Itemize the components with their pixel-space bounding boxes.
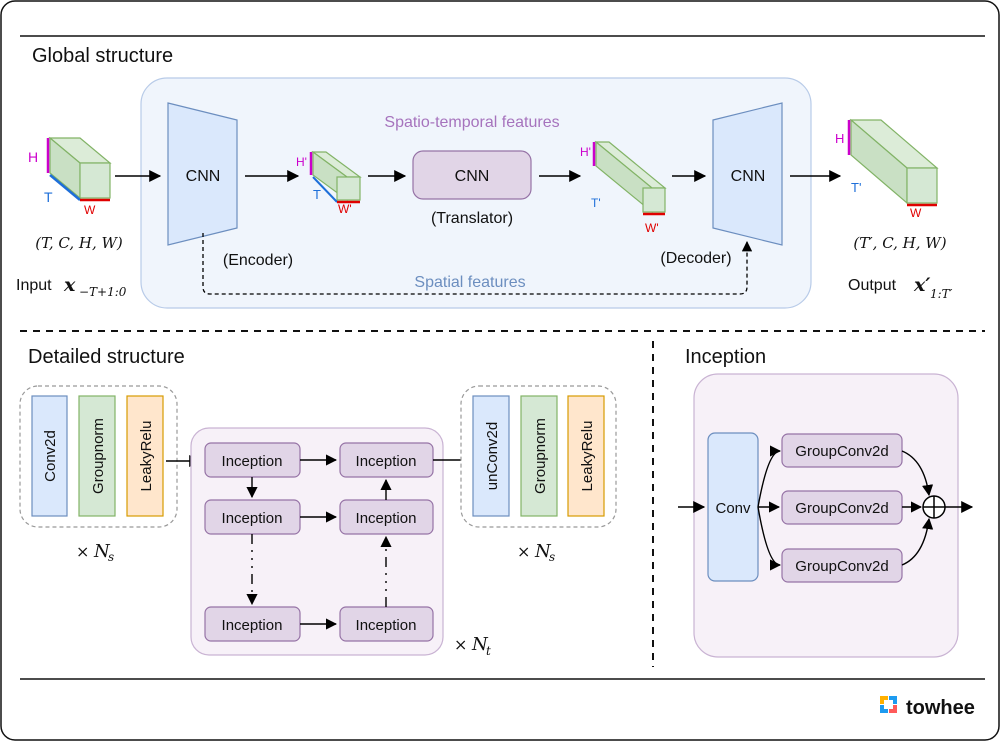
input-var: x — [63, 274, 76, 296]
times-nt-x: × — [454, 635, 467, 654]
section-title-global: Global structure — [32, 45, 173, 67]
dim-tp-output: T' — [851, 180, 861, 195]
translator-cnn — [412, 150, 532, 200]
sum-icon — [922, 495, 946, 519]
inception-label-l3: Inception — [222, 617, 283, 634]
output-shape: (T′, C, H, W) — [853, 234, 946, 252]
times-ns-enc-sub: s — [108, 550, 114, 564]
inception-label-l1: Inception — [222, 453, 283, 470]
input-sub: −T+1:0 — [79, 285, 127, 299]
dim-hp-latent: H' — [296, 155, 307, 169]
groupconv-label-3: GroupConv2d — [795, 558, 888, 575]
times-ns-dec-x: × — [517, 542, 530, 561]
groupconv-label-2: GroupConv2d — [795, 500, 888, 517]
times-ns-enc-x: × — [76, 542, 89, 561]
unconv2d-label: unConv2d — [484, 422, 501, 490]
section-title-detailed: Detailed structure — [28, 346, 185, 368]
decoder-label: (Decoder) — [660, 250, 731, 267]
times-nt-sub: t — [486, 644, 491, 658]
groupconv-block-3 — [781, 548, 903, 583]
input-tensor — [46, 136, 112, 202]
brand-name: towhee — [906, 697, 975, 719]
groupnorm-block-enc — [78, 395, 116, 517]
conv2d-label: Conv2d — [42, 430, 59, 482]
dim-w-input: W — [84, 203, 96, 217]
latent-tensor-small — [309, 150, 362, 204]
translator-cnn-label: CNN — [455, 168, 490, 185]
output-label: Output — [848, 277, 897, 294]
encoder-cnn-label: CNN — [186, 168, 221, 185]
inception-label-r3: Inception — [356, 617, 417, 634]
groupconv-block-1 — [781, 433, 903, 468]
conv-label: Conv — [715, 500, 751, 517]
output-var: x′ — [913, 274, 930, 296]
dim-h-input: H — [28, 149, 38, 165]
input-label: Input — [16, 277, 52, 294]
output-sub: 1:T′ — [930, 287, 953, 301]
inception-label-r1: Inception — [356, 453, 417, 470]
arrow-conv-gc1 — [757, 445, 782, 508]
inception-label-r2: Inception — [356, 510, 417, 527]
section-title-inception: Inception — [685, 346, 766, 368]
dim-tp-translated: T' — [591, 196, 601, 210]
arrow-gc1-sum — [901, 450, 934, 497]
inception-label-l2: Inception — [222, 510, 283, 527]
times-ns-dec-n: N — [534, 541, 552, 562]
conv2d-block — [31, 395, 68, 517]
spatial-features-label: Spatial features — [414, 274, 525, 291]
arrow-conv-gc3 — [757, 506, 782, 571]
dim-hp-translated: H' — [580, 145, 591, 159]
spatio-temporal-label: Spatio-temporal features — [384, 114, 559, 131]
encoder-label: (Encoder) — [223, 252, 293, 269]
unconv2d-block — [472, 395, 510, 517]
decoder-cnn — [712, 102, 783, 246]
dim-h-output: H — [835, 131, 844, 146]
dim-w-output: W — [910, 206, 922, 220]
dim-t-input: T — [44, 189, 53, 205]
leakyrelu-label-dec: LeakyRelu — [579, 421, 596, 492]
input-shape: (T, C, H, W) — [35, 234, 123, 252]
output-tensor — [847, 118, 939, 207]
leakyrelu-label-enc: LeakyRelu — [138, 421, 155, 492]
encoder-cnn — [167, 102, 238, 246]
times-nt-n: N — [471, 634, 489, 655]
dim-t-latent: T — [313, 187, 321, 202]
latent-tensor-long — [592, 140, 667, 216]
groupnorm-block-dec — [520, 395, 558, 517]
leakyrelu-block-enc — [126, 395, 164, 517]
decoder-cnn-label: CNN — [731, 168, 766, 185]
groupnorm-label-enc: Groupnorm — [90, 418, 107, 494]
groupconv-label-1: GroupConv2d — [795, 443, 888, 460]
dim-wp-translated: W' — [645, 221, 659, 235]
arrow-gc3-sum — [901, 517, 934, 566]
groupnorm-label-dec: Groupnorm — [532, 418, 549, 494]
times-ns-dec-sub: s — [549, 550, 555, 564]
leakyrelu-block-dec — [567, 395, 605, 517]
towhee-logo-icon — [880, 696, 897, 713]
translator-label: (Translator) — [431, 210, 513, 227]
dim-wp-latent: W' — [338, 202, 352, 216]
times-ns-enc-n: N — [93, 541, 111, 562]
spatial-skip-connection — [202, 233, 753, 295]
